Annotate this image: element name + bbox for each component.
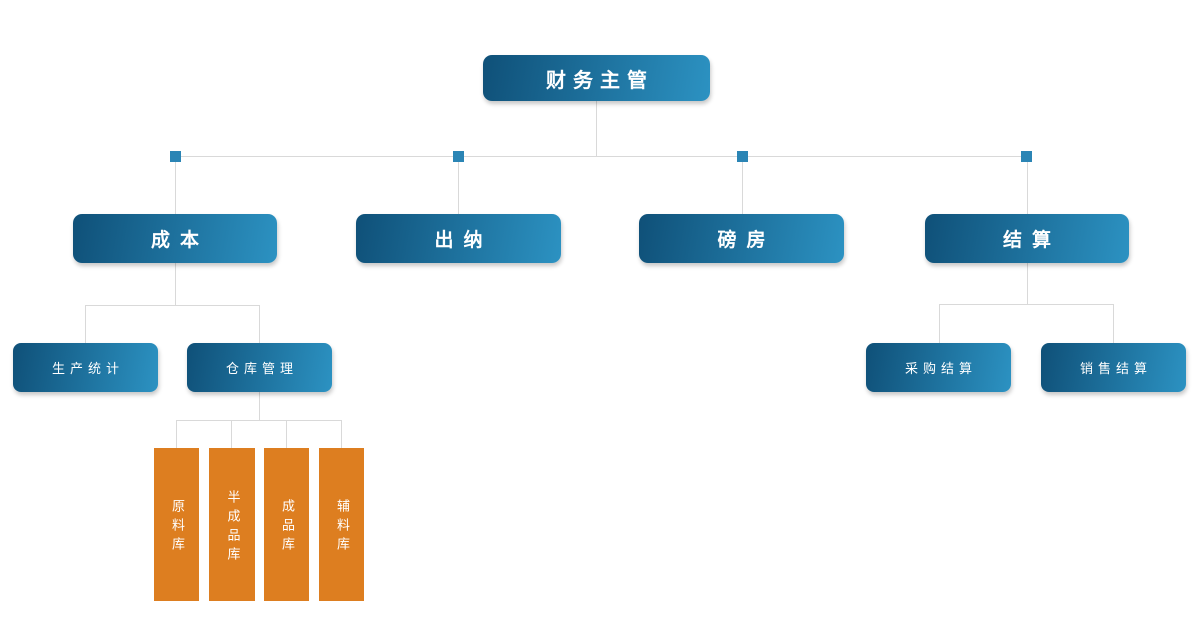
connector-line: [259, 305, 260, 343]
node-semi-finished-warehouse: 半成品库: [209, 448, 255, 601]
node-settlement: 结算: [925, 214, 1129, 263]
connector-line: [1113, 304, 1114, 343]
node-finished-goods-warehouse: 成品库: [264, 448, 309, 601]
connector-line: [176, 420, 177, 448]
node-weighbridge: 磅房: [639, 214, 844, 263]
node-purchase-settlement: 采购结算: [866, 343, 1011, 392]
connector-line: [596, 101, 597, 156]
connector-line: [85, 305, 86, 343]
node-production-statistics: 生产统计: [13, 343, 158, 392]
connector-line: [259, 391, 260, 420]
connector-line: [231, 420, 232, 448]
connector-line: [939, 304, 1114, 305]
junction-marker: [453, 151, 464, 162]
node-warehouse-management: 仓库管理: [187, 343, 332, 392]
connector-line: [175, 156, 1027, 157]
connector-line: [1027, 157, 1028, 214]
node-finance-supervisor: 财务主管: [483, 55, 710, 101]
connector-line: [458, 157, 459, 214]
junction-marker: [1021, 151, 1032, 162]
connector-line: [175, 157, 176, 214]
connector-line: [939, 304, 940, 343]
connector-line: [175, 263, 176, 305]
connector-line: [85, 305, 260, 306]
junction-marker: [737, 151, 748, 162]
node-cashier: 出纳: [356, 214, 561, 263]
node-raw-material-warehouse: 原料库: [154, 448, 199, 601]
connector-line: [1027, 263, 1028, 304]
node-auxiliary-material-warehouse: 辅料库: [319, 448, 364, 601]
junction-marker: [170, 151, 181, 162]
connector-line: [742, 157, 743, 214]
connector-line: [286, 420, 287, 448]
node-cost: 成本: [73, 214, 277, 263]
connector-line: [176, 420, 342, 421]
connector-line: [341, 420, 342, 448]
node-sales-settlement: 销售结算: [1041, 343, 1186, 392]
